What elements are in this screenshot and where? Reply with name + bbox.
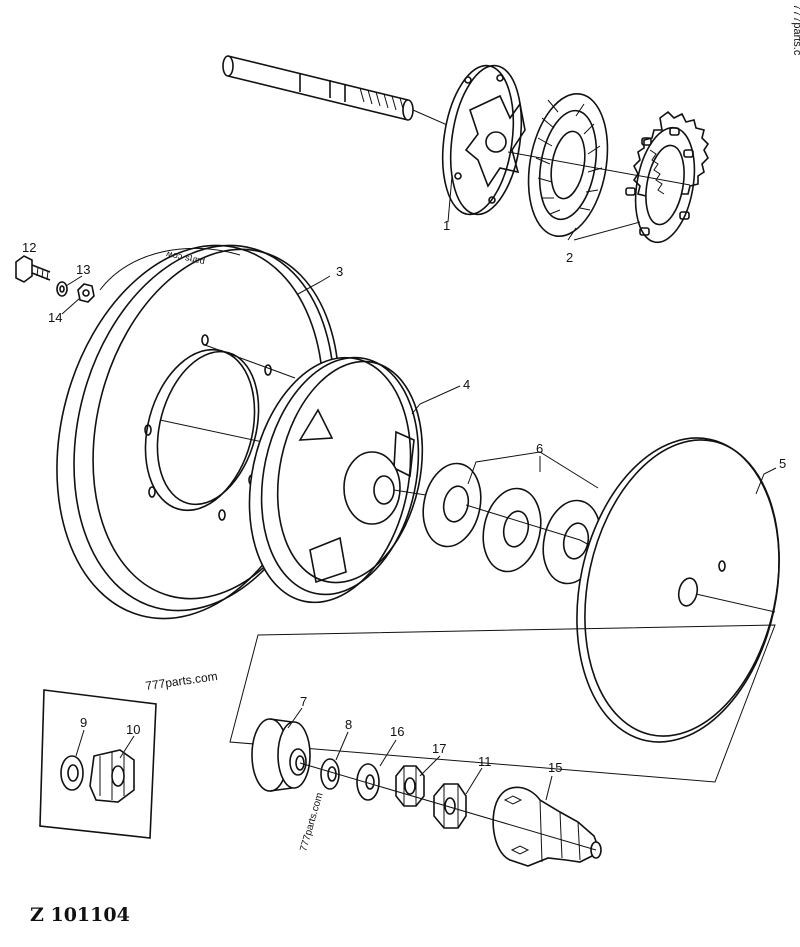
part-7-hub-sleeve: [251, 718, 311, 792]
callout-15: 15: [548, 760, 562, 775]
lower-group-frame: [229, 624, 776, 783]
callout-11: 11: [478, 754, 492, 769]
callout-9: 9: [80, 715, 87, 730]
part-12-bolt: [15, 255, 51, 283]
part-9-washer: [60, 755, 84, 791]
callout-3: 3: [336, 264, 343, 279]
part-2-bevel-gears: [507, 92, 710, 244]
watermark-center: 777parts.com: [144, 669, 218, 693]
callout-12: 12: [22, 240, 36, 255]
callout-6: 6: [536, 441, 543, 456]
part-14-nut: [77, 283, 95, 303]
watermark-corner: 777parts.c: [791, 4, 800, 56]
callout-13: 13: [76, 262, 90, 277]
callout-8: 8: [345, 717, 352, 732]
figure-code: Z 101104: [30, 904, 130, 926]
part-6-washers: [422, 451, 691, 601]
part-11-nut: [433, 783, 467, 829]
part-16-washer: [356, 763, 380, 801]
callout-17: 17: [432, 741, 446, 756]
part-17-nut: [395, 765, 425, 807]
part-15-end-cap: [492, 786, 602, 867]
part-1-drive-flange: [441, 64, 526, 216]
callout-numbers: 1 2 3 4 5 6 7 8 9 10 11 12 13 14 15 16 1…: [22, 218, 786, 775]
part-5-cover-disc: [576, 437, 780, 743]
callout-16: 16: [390, 724, 404, 739]
callout-5: 5: [779, 456, 786, 471]
leader-lines: [61, 175, 777, 801]
callout-10: 10: [126, 722, 140, 737]
callout-2: 2: [566, 250, 573, 265]
callout-7: 7: [300, 694, 307, 709]
callout-14: 14: [48, 310, 62, 325]
part-4-pulley-hub: [248, 356, 446, 604]
inset-box: [39, 689, 157, 839]
callout-4: 4: [463, 377, 470, 392]
part-13-washer: [56, 281, 68, 297]
part-10-castle-nut: [89, 749, 135, 803]
shaft: [222, 55, 471, 136]
watermark-vertical: 777parts.com: [298, 792, 325, 853]
callout-1: 1: [443, 218, 450, 233]
